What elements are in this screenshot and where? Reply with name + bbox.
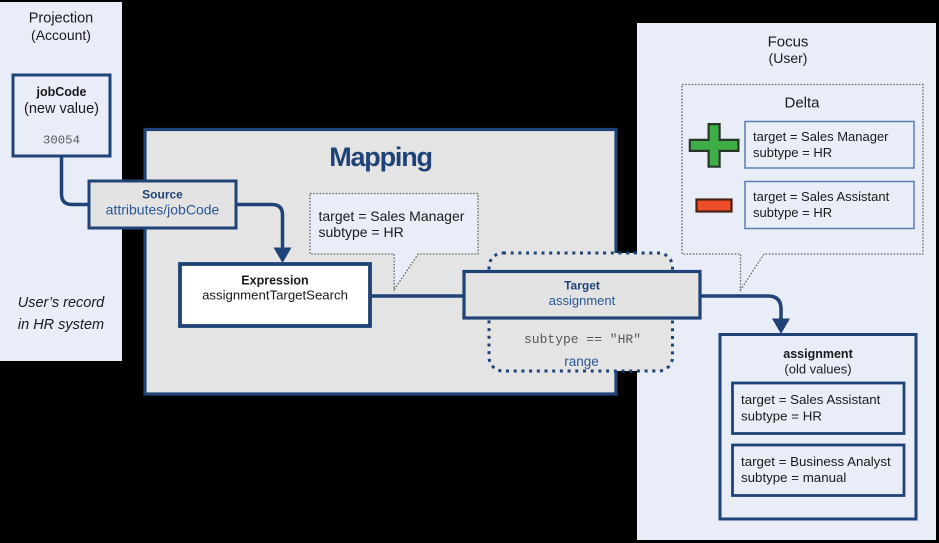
svg-text:attributes/jobCode: attributes/jobCode [106,202,220,218]
svg-text:assignment: assignment [783,347,853,361]
svg-text:target = Sales Manager: target = Sales Manager [753,129,889,144]
svg-text:Target: Target [564,279,600,293]
svg-text:target = Business Analyst: target = Business Analyst [741,454,891,469]
svg-text:subtype = HR: subtype = HR [753,145,832,160]
svg-text:subtype == "HR": subtype == "HR" [524,332,641,347]
svg-text:subtype = HR: subtype = HR [753,205,832,220]
svg-text:target = Sales Assistant: target = Sales Assistant [753,189,890,204]
svg-text:(old values): (old values) [784,362,851,377]
svg-text:Mapping: Mapping [329,142,432,172]
svg-text:jobCode: jobCode [36,85,87,99]
svg-text:assignmentTargetSearch: assignmentTargetSearch [202,288,348,303]
svg-text:target = Sales Manager: target = Sales Manager [319,208,465,224]
svg-text:range: range [564,354,599,369]
svg-text:(User): (User) [769,50,808,66]
svg-text:30054: 30054 [43,134,80,148]
svg-text:target = Sales Assistant: target = Sales Assistant [741,392,881,407]
svg-text:subtype = HR: subtype = HR [319,224,404,240]
svg-text:Expression: Expression [241,274,308,288]
svg-text:assignment: assignment [549,293,616,308]
svg-text:subtype = manual: subtype = manual [741,470,846,485]
svg-text:(new value): (new value) [24,101,99,117]
svg-text:Source: Source [142,188,183,202]
svg-text:Projection: Projection [29,11,93,27]
svg-text:(Account): (Account) [31,27,91,43]
svg-text:User’s record: User’s record [18,295,105,311]
svg-text:Delta: Delta [784,95,820,112]
svg-text:in HR system: in HR system [18,317,104,333]
svg-text:Focus: Focus [768,34,809,51]
svg-text:subtype = HR: subtype = HR [741,409,822,424]
